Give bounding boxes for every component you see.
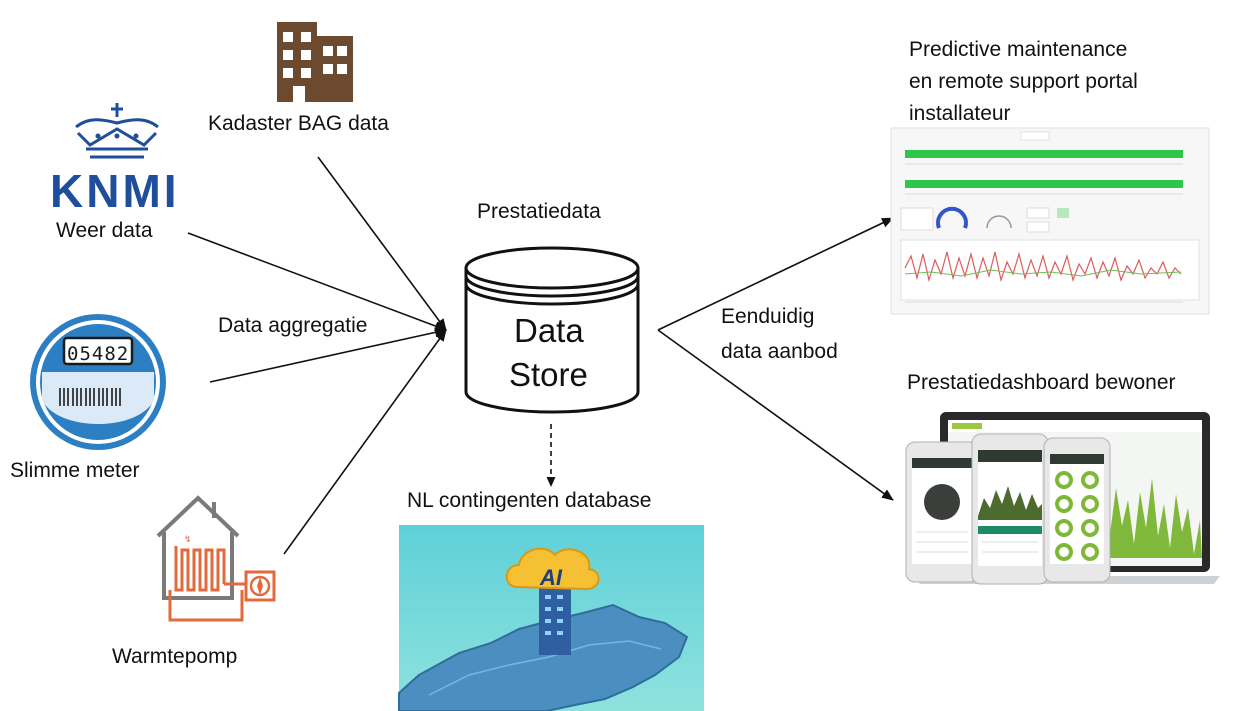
arrow-store-to-portal <box>657 217 894 331</box>
dashboard-devices-image <box>904 408 1224 592</box>
portal-label-line3: installateur <box>909 102 1011 125</box>
ai-badge-text: AI <box>540 565 562 590</box>
aggregation-label: Data aggregatie <box>218 314 368 337</box>
arrow-weer-to-store <box>187 232 447 331</box>
svg-text:↯: ↯ <box>184 534 192 544</box>
database-label: NL contingenten database <box>407 489 652 512</box>
dashboard-label: Prestatiedashboard bewoner <box>907 371 1176 394</box>
output-label-line1: Eenduidig <box>721 305 815 328</box>
nl-map-ai-image <box>398 525 704 711</box>
arrow-kadaster-to-store <box>317 156 447 331</box>
knmi-logo-text: KNMI <box>50 165 180 217</box>
warmtepomp-label: Warmtepomp <box>112 645 238 668</box>
datastore-line2: Store <box>509 356 588 393</box>
heatpump-house-icon: ↯ <box>156 495 276 622</box>
portal-label-line2: en remote support portal <box>909 70 1138 93</box>
arrow-warmtepomp-to-store <box>283 329 447 555</box>
prestatiedata-title: Prestatiedata <box>477 200 601 223</box>
building-icon <box>277 22 353 102</box>
portal-label-line1: Predictive maintenance <box>909 38 1128 61</box>
arrow-store-to-dashboard <box>657 329 894 501</box>
datastore-line1: Data <box>514 312 584 349</box>
output-label-line2: data aanbod <box>721 340 838 363</box>
kadaster-label: Kadaster BAG data <box>208 112 389 135</box>
arrow-meter-to-store <box>209 327 447 383</box>
portal-screenshot <box>890 127 1210 315</box>
weer-data-label: Weer data <box>56 219 153 242</box>
smart-meter-icon <box>30 314 166 450</box>
meter-display-value: 05482 <box>67 343 130 365</box>
slimme-meter-label: Slimme meter <box>10 459 140 482</box>
datastore-cylinder-icon <box>464 246 640 414</box>
knmi-crown-icon <box>75 103 159 159</box>
